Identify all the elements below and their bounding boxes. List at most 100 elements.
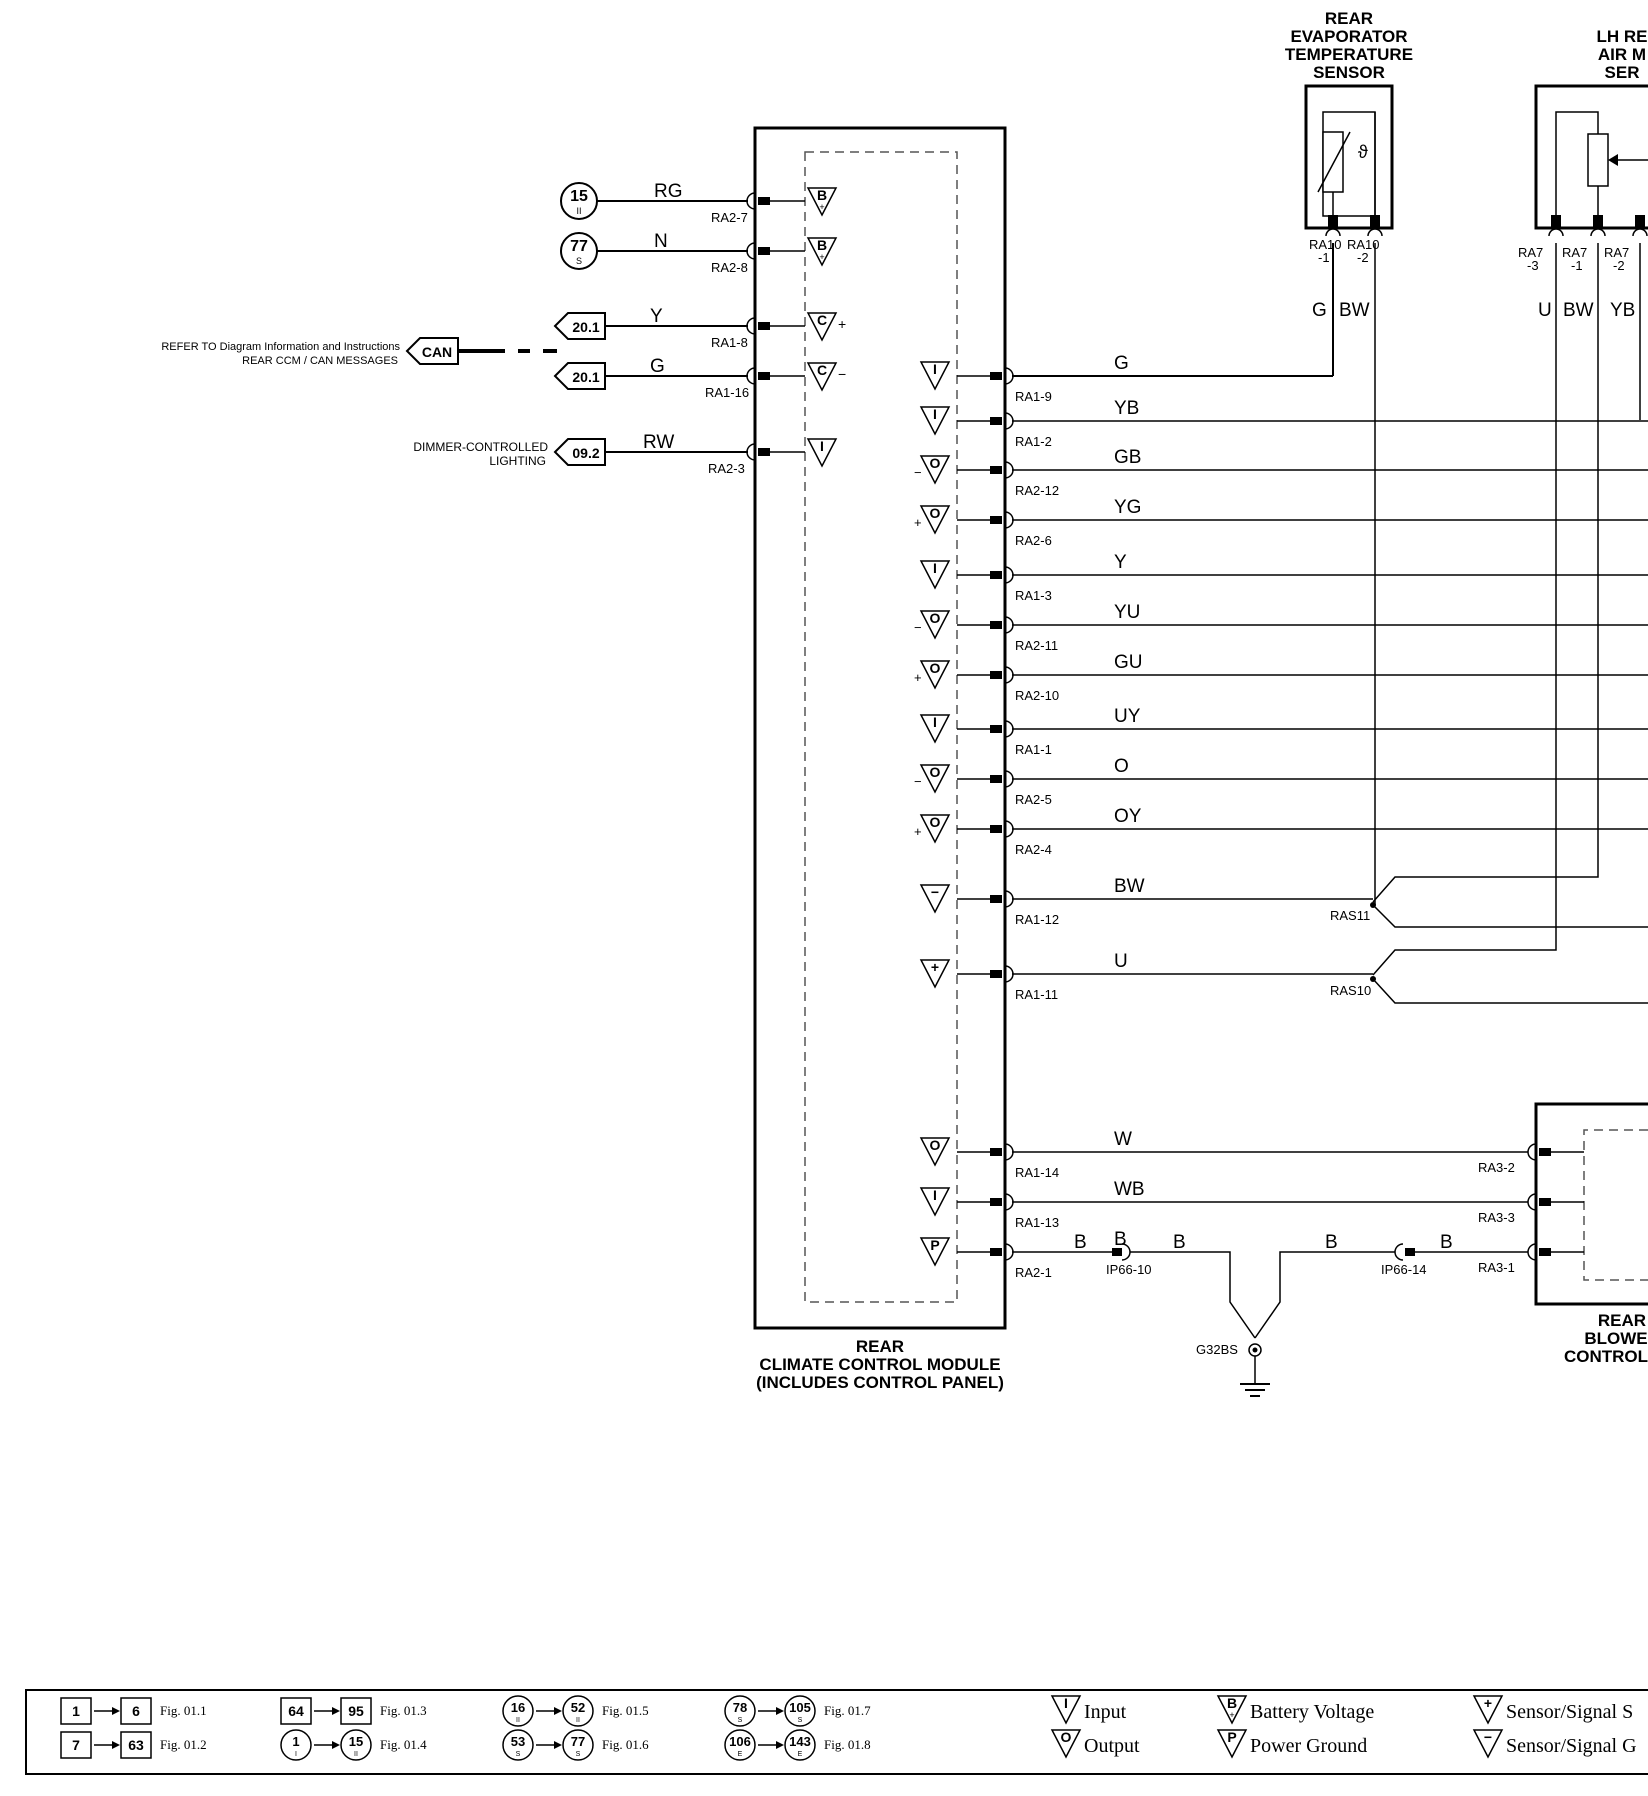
ground-ip2: IP66-14: [1381, 1262, 1427, 1277]
svg-text:52: 52: [571, 1700, 585, 1715]
svg-text:C: C: [817, 312, 827, 328]
lh-title-3: SER: [1605, 63, 1640, 82]
svg-text:+: +: [914, 515, 922, 530]
svg-text:Power Ground: Power Ground: [1250, 1735, 1367, 1757]
dimmer-label-2: LIGHTING: [489, 454, 546, 468]
svg-text:Fig. 01.2: Fig. 01.2: [160, 1737, 207, 1752]
svg-text:Input: Input: [1084, 1701, 1127, 1723]
wire-color-label: RG: [654, 181, 683, 202]
can-note-2: REAR CCM / CAN MESSAGES: [242, 355, 398, 367]
left-function-symbols: B+B+C+C−I: [806, 187, 846, 468]
function-symbol-right-11: +: [919, 959, 951, 989]
svg-text:Sensor/Signal G: Sensor/Signal G: [1506, 1735, 1637, 1757]
ground-ip1: IP66-10: [1106, 1262, 1152, 1277]
wire-color-label: W: [1114, 1129, 1132, 1150]
svg-text:6: 6: [132, 1703, 140, 1719]
ground-wire-4: B: [1440, 1232, 1453, 1253]
function-symbol-right-3: O+: [914, 505, 951, 535]
svg-text:+: +: [914, 670, 922, 685]
svg-text:B: B: [817, 237, 827, 253]
svg-text:63: 63: [128, 1737, 144, 1753]
function-symbol-2: C+: [806, 312, 846, 342]
pin-label: RA2-8: [711, 260, 748, 275]
circuit-ref-number: 77: [570, 238, 588, 255]
svg-text:64: 64: [288, 1703, 304, 1719]
dimmer-label-1: DIMMER-CONTROLLED: [413, 440, 548, 454]
svg-text:16: 16: [511, 1700, 525, 1715]
pin-label: RA2-11: [1015, 638, 1058, 653]
svg-text:−: −: [914, 620, 922, 635]
svg-text:O: O: [930, 455, 941, 471]
svg-text:E: E: [798, 1751, 803, 1758]
function-symbol-right-0: I: [919, 361, 951, 391]
circuit-ref-number: 15: [570, 188, 588, 205]
pin-label: RA1-9: [1015, 389, 1052, 404]
legend-symbol-icon: −: [1472, 1729, 1504, 1759]
svg-text:+: +: [838, 316, 846, 332]
climate-control-module: REAR CLIMATE CONTROL MODULE (INCLUDES CO…: [753, 126, 1007, 1392]
wire-color-label: YG: [1114, 497, 1141, 518]
svg-text:+: +: [914, 824, 922, 839]
thermistor-theta-icon: ϑ: [1358, 142, 1368, 162]
function-symbol-1: B+: [806, 237, 838, 267]
function-symbol-4: I: [806, 438, 838, 468]
svg-text:Sensor/Signal S: Sensor/Signal S: [1506, 1701, 1633, 1723]
wire-color-label: RW: [643, 432, 674, 453]
module-title-1: REAR: [856, 1337, 904, 1356]
right-pin-row: O−RA2-5O: [914, 756, 1648, 807]
splice-label-ras11: RAS11: [1330, 908, 1370, 923]
evap-title-4: SENSOR: [1313, 63, 1385, 82]
pin-label: RA2-6: [1015, 533, 1052, 548]
offpage-ref: 20.1: [572, 369, 599, 385]
svg-text:I: I: [933, 1187, 937, 1203]
thermistor-icon: [1322, 131, 1344, 193]
svg-text:Fig. 01.5: Fig. 01.5: [602, 1703, 649, 1718]
svg-text:−: −: [931, 884, 939, 900]
lh-wire-bw: BW: [1563, 300, 1594, 321]
function-symbol-right-12: O: [919, 1137, 951, 1167]
svg-text:I: I: [933, 714, 937, 730]
svg-text:Battery Voltage: Battery Voltage: [1250, 1701, 1374, 1723]
blower-pin-1: RA3-2: [1478, 1160, 1515, 1175]
blower-title-2: BLOWE: [1584, 1329, 1647, 1348]
svg-text:106: 106: [729, 1734, 751, 1749]
evap-title-2: EVAPORATOR: [1290, 27, 1407, 46]
svg-text:−: −: [1484, 1729, 1492, 1745]
evap-pin2-a: RA10: [1347, 237, 1380, 252]
legend-symbol: B+Battery Voltage: [1216, 1695, 1374, 1725]
svg-text:+: +: [931, 959, 939, 975]
svg-text:+: +: [819, 252, 824, 262]
lh-wire-yb: YB: [1610, 300, 1635, 321]
svg-text:1: 1: [72, 1703, 80, 1719]
legend-symbol: +Sensor/Signal S: [1472, 1695, 1633, 1725]
legend-symbol-icon: O: [1050, 1729, 1082, 1759]
legend-symbol-icon: B+: [1216, 1695, 1248, 1725]
wire-color-label: WB: [1114, 1179, 1145, 1200]
svg-text:B: B: [1227, 1695, 1237, 1711]
blower-title-3: CONTROL: [1564, 1347, 1648, 1366]
lh-pin3-a: RA7: [1604, 245, 1629, 260]
wire-color-label: G: [650, 356, 665, 377]
wire-color-label: UY: [1114, 706, 1141, 727]
svg-text:P: P: [1227, 1729, 1236, 1745]
svg-text:S: S: [576, 1751, 581, 1758]
pin-label: RA2-1: [1015, 1265, 1052, 1280]
svg-text:Fig. 01.4: Fig. 01.4: [380, 1737, 427, 1752]
svg-text:O: O: [930, 660, 941, 676]
svg-text:O: O: [930, 505, 941, 521]
function-symbol-right-1: I: [919, 406, 951, 436]
ground-wire-3: B: [1325, 1232, 1338, 1253]
pin-label: RA1-12: [1015, 912, 1059, 927]
blower-pin-2: RA3-3: [1478, 1210, 1515, 1225]
svg-text:O: O: [1061, 1729, 1072, 1745]
circuit-ref-sub: S: [576, 256, 582, 266]
